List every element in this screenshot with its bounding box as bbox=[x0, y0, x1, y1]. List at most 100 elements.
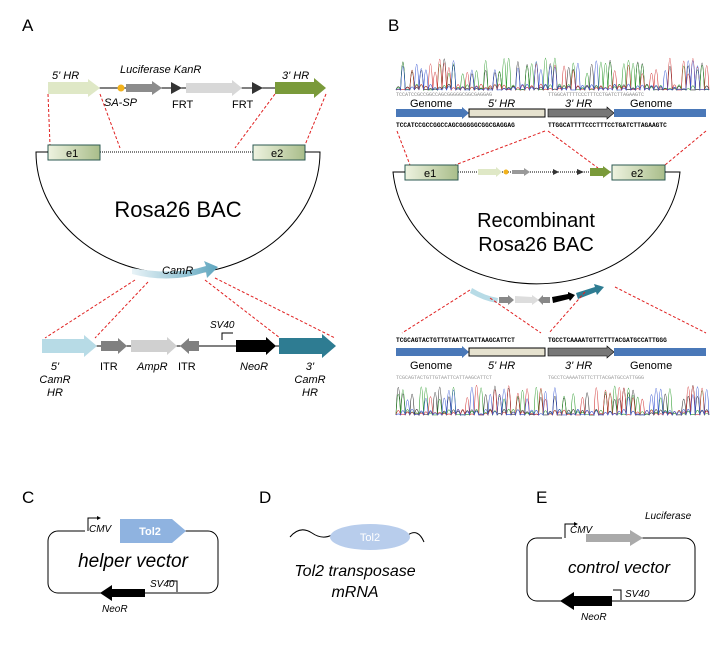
chromatogram-trace bbox=[395, 386, 549, 417]
neor-arrow bbox=[552, 292, 575, 303]
five-hr-label: 5' HR bbox=[488, 98, 515, 110]
sv40-label: SV40 bbox=[210, 320, 235, 331]
bac-title: Rosa26 BAC bbox=[114, 197, 241, 222]
camr-label: CamR bbox=[162, 265, 193, 277]
panel-label: C bbox=[22, 488, 34, 507]
chromatogram-trace bbox=[547, 386, 710, 417]
frt-triangle bbox=[577, 169, 584, 175]
sv40-promoter-icon bbox=[613, 589, 622, 600]
genome-label: Genome bbox=[630, 360, 672, 372]
five-hr-bar bbox=[468, 108, 546, 118]
homology-dashes bbox=[44, 277, 336, 339]
three-camr-hr-label: HR bbox=[302, 387, 318, 399]
neor-arrow bbox=[236, 337, 276, 355]
five-hr-arrow bbox=[478, 167, 502, 177]
arrowhead-icon bbox=[574, 522, 578, 526]
sa-sp-marker bbox=[117, 84, 125, 92]
kanr-arrow bbox=[186, 80, 242, 96]
cmv-promoter-icon bbox=[87, 517, 97, 531]
sa-sp-label: SA-SP bbox=[104, 97, 138, 109]
sequence-text: TCGCAGTACTGTTGTAATTCATTAAGCATTCT bbox=[396, 337, 515, 344]
genome-label: Genome bbox=[410, 360, 452, 372]
tol2-label: Tol2 bbox=[139, 526, 161, 538]
luciferase-arrow bbox=[512, 168, 530, 176]
cmv-label: CMV bbox=[570, 525, 594, 536]
three-hr-arrow bbox=[275, 78, 326, 98]
mrna-caption: mRNA bbox=[331, 584, 378, 601]
sv40-promoter-icon bbox=[168, 580, 178, 592]
mrna-caption: Tol2 transposase bbox=[294, 563, 415, 580]
chromatogram-trace bbox=[395, 385, 548, 417]
exon-e1-label: e1 bbox=[424, 168, 436, 180]
three-hr-bar bbox=[547, 106, 615, 120]
genome-label: Genome bbox=[630, 98, 672, 110]
sequence-text: TTGGCATTTTCCCTTTCCTGATCTTAGAAGTC bbox=[548, 122, 667, 129]
genome-bar bbox=[396, 107, 469, 119]
cmv-label: CMV bbox=[89, 524, 113, 535]
frt-triangle bbox=[553, 169, 559, 175]
three-camr-hr-label: CamR bbox=[294, 374, 325, 386]
frt-label: FRT bbox=[172, 99, 193, 111]
tol2-arrow bbox=[120, 519, 186, 543]
exon-e2-label: e2 bbox=[631, 168, 643, 180]
neor-label: NeoR bbox=[240, 361, 268, 373]
panel-label: E bbox=[536, 488, 547, 507]
panel-label: A bbox=[22, 16, 34, 35]
luciferase-arrow bbox=[586, 530, 643, 546]
sequence-trace-text: TTGGCATTTTCCCTTTCCTGATCTTAGAAGTC bbox=[548, 92, 644, 98]
frt-label: FRT bbox=[232, 99, 253, 111]
bac-circle bbox=[392, 171, 681, 285]
three-camr-hr-label: 3' bbox=[306, 361, 315, 373]
sequence-text: TGCCTCAAAATGTTCTTTACGATGCCATTGGG bbox=[548, 337, 667, 344]
five-hr-label: 5' HR bbox=[488, 360, 515, 372]
camr-arrow bbox=[132, 261, 218, 279]
exon-e1-label: e1 bbox=[66, 148, 78, 160]
frt-triangle bbox=[171, 82, 182, 94]
sequence-text: TCCATCCGCCGGCCAGCGGGGGCGGCGAGGAG bbox=[396, 122, 515, 129]
cmv-promoter-icon bbox=[564, 523, 574, 538]
ampr-label: AmpR bbox=[136, 361, 168, 373]
genome-label: Genome bbox=[410, 98, 452, 110]
itr-arrow bbox=[538, 295, 550, 305]
ampr-arrow bbox=[515, 295, 539, 305]
five-hr-label: 5' HR bbox=[52, 70, 79, 82]
five-camr-hr-arrow bbox=[42, 335, 97, 357]
itr-arrow bbox=[499, 295, 514, 305]
panel-e: E CMV Luciferase control vector SV40 Neo… bbox=[526, 488, 696, 623]
sequence-trace-text: TCGCAGTACTGTTGTAATTCATTAAGCATTCT bbox=[396, 375, 492, 381]
three-hr-label: 3' HR bbox=[565, 98, 592, 110]
neor-arrow bbox=[100, 585, 145, 601]
three-camr-hr-arrow bbox=[279, 334, 336, 358]
three-camr-hr-arrow bbox=[576, 284, 604, 299]
exon-e2-label: e2 bbox=[271, 148, 283, 160]
three-hr-label: 3' HR bbox=[282, 70, 309, 82]
itr-label: ITR bbox=[178, 361, 196, 373]
homology-dashes bbox=[47, 93, 327, 149]
five-hr-arrow bbox=[48, 79, 100, 97]
luciferase-label: Luciferase bbox=[645, 511, 692, 522]
genome-bar bbox=[614, 109, 706, 117]
panel-a: A 5' HR Luciferase KanR 3' HR SA-SP FRT … bbox=[22, 16, 336, 399]
chromatogram-trace bbox=[547, 57, 710, 92]
mask bbox=[85, 520, 120, 534]
three-hr-arrow bbox=[590, 166, 611, 178]
five-camr-hr-label: CamR bbox=[39, 374, 70, 386]
panel-b: B TCCATCCGCCGGCCAGCGGGGGCGGCGAGGAG TTGGC… bbox=[388, 16, 710, 417]
five-camr-hr-label: HR bbox=[47, 387, 63, 399]
five-camr-hr-arrow bbox=[470, 288, 498, 303]
arrowhead-icon bbox=[97, 516, 101, 520]
panel-label: B bbox=[388, 16, 399, 35]
sv40-label: SV40 bbox=[625, 589, 650, 600]
sequence-trace-text: TGCCTCAAAATGTTCTTTACGATGCCATTGGG bbox=[548, 375, 644, 381]
bac-title: Recombinant bbox=[477, 210, 595, 232]
chromatogram-trace bbox=[395, 58, 548, 92]
sv40-label: SV40 bbox=[150, 579, 175, 590]
genome-bar bbox=[396, 346, 469, 358]
chromatogram-trace bbox=[547, 60, 710, 92]
three-hr-bar bbox=[547, 345, 615, 359]
sequence-trace-text: TCCATCCGCCGGCCAGCGGGGGCGGCGAGGAG bbox=[396, 92, 492, 98]
chromatogram-trace bbox=[395, 385, 549, 417]
mrna-strand bbox=[289, 529, 425, 543]
neor-arrow bbox=[560, 592, 612, 610]
